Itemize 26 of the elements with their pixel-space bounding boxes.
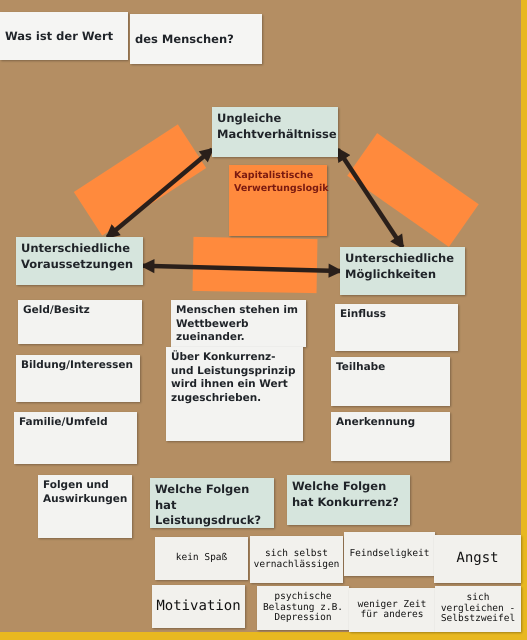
- text-card: Anerkennung: [331, 412, 450, 461]
- text-card: Geld/Besitz: [18, 300, 142, 344]
- text-card: Folgen und Auswirkungen: [38, 475, 132, 538]
- heading-card: Welche Folgen hat Leistungsdruck?: [150, 478, 274, 528]
- handwritten-card: psychische Belastung z.B. Depression: [257, 586, 349, 630]
- double-arrow: [105, 148, 214, 239]
- title-card: des Menschen?: [130, 14, 262, 64]
- heading-card: Welche Folgen hat Konkurrenz?: [287, 475, 410, 525]
- heading-card: Unterschiedliche Voraussetzungen: [16, 237, 143, 285]
- text-card: Einfluss: [335, 304, 458, 351]
- handwritten-card: Angst: [434, 535, 521, 583]
- handwritten-card: kein Spaß: [155, 537, 248, 580]
- text-card: Teilhabe: [331, 357, 450, 406]
- text-card: Bildung/Interessen: [16, 355, 140, 402]
- handwritten-card: sich selbst vernachlässigen: [250, 536, 343, 583]
- text-card: Menschen stehen im Wettbewerb zueinander.: [171, 300, 306, 347]
- handwritten-card: Feindseligkeit: [344, 532, 435, 576]
- heading-card: Unterschiedliche Möglichkeiten: [340, 247, 465, 295]
- handwritten-card: Motivation: [152, 585, 245, 628]
- double-arrow: [336, 147, 404, 250]
- text-card: Familie/Umfeld: [14, 412, 137, 464]
- handwritten-card: sich vergleichen - Selbstzweifel: [435, 586, 521, 632]
- title-card: Was ist der Wert: [0, 12, 128, 60]
- heading-card: Ungleiche Machtverhältnisse: [212, 107, 338, 157]
- handwritten-card: weniger Zeit für anderes: [349, 588, 435, 632]
- text-card: Über Konkurrenz- und Leistungsprinzip wird ihnen ein Wert zugeschrieben.: [166, 347, 303, 441]
